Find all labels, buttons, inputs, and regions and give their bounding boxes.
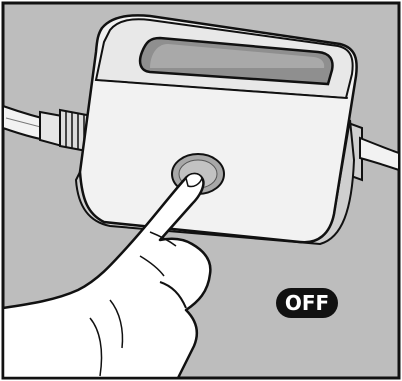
power-supply-unit bbox=[76, 15, 357, 244]
off-badge: OFF bbox=[276, 288, 338, 318]
off-badge-label: OFF bbox=[285, 291, 329, 315]
